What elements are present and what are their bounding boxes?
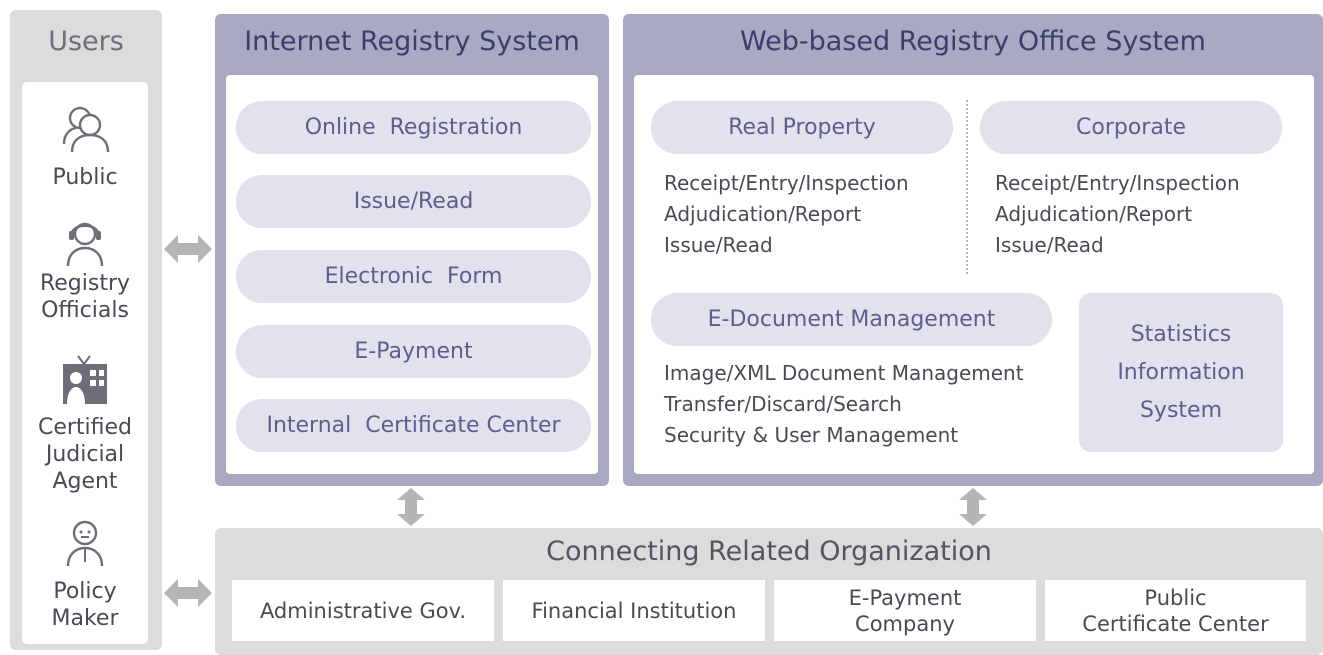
org-e-payment-company: E-Payment Company (774, 580, 1036, 641)
org-administrative-gov: Administrative Gov. (232, 580, 494, 641)
real-property-detail: Issue/Read (664, 233, 773, 257)
statistics-information-system-box: Statistics Information System (1079, 293, 1283, 452)
corporate-pill: Corporate (980, 101, 1282, 154)
double-arrow-horizontal-icon (164, 579, 212, 607)
real-property-detail: Adjudication/Report (664, 202, 862, 226)
e-payment-pill: E-Payment (236, 325, 591, 378)
person-tie-icon (66, 520, 104, 567)
double-arrow-vertical-icon (959, 488, 987, 526)
user-certified-judicial-agent-label: Certified Judicial Agent (37, 415, 133, 494)
double-arrow-horizontal-icon (164, 235, 212, 263)
online-registration-pill: Online Registration (236, 101, 591, 154)
electronic-form-pill: Electronic Form (236, 250, 591, 303)
issue-read-pill: Issue/Read (236, 175, 591, 228)
internet-registry-title: Internet Registry System (244, 26, 580, 57)
user-registry-officials-label: Registry Officials (39, 271, 131, 323)
corporate-detail: Issue/Read (995, 233, 1104, 257)
building-icon (63, 355, 107, 404)
corporate-detail: Adjudication/Report (995, 202, 1193, 226)
e-document-detail: Transfer/Discard/Search (664, 392, 902, 416)
statistics-line: Statistics (1130, 321, 1232, 347)
connecting-organization-title: Connecting Related Organization (546, 536, 992, 567)
org-financial-institution: Financial Institution (503, 580, 765, 641)
internal-certificate-center-pill: Internal Certificate Center (236, 399, 591, 452)
org-public-certificate-center: Public Certificate Center (1045, 580, 1306, 641)
headset-person-icon (66, 222, 104, 267)
real-property-pill: Real Property (651, 101, 953, 154)
users-title: Users (48, 26, 124, 57)
statistics-line: Information (1117, 359, 1245, 385)
section-divider (966, 100, 968, 274)
people-icon (62, 106, 110, 153)
e-document-management-pill: E-Document Management (651, 293, 1052, 346)
user-public-label: Public (52, 165, 118, 190)
user-policy-maker-label: Policy Maker (51, 579, 119, 631)
corporate-detail: Receipt/Entry/Inspection (995, 171, 1240, 195)
e-document-detail: Security & User Management (664, 423, 959, 447)
double-arrow-vertical-icon (397, 488, 425, 526)
statistics-line: System (1139, 397, 1223, 423)
e-document-detail: Image/XML Document Management (664, 361, 1024, 385)
real-property-detail: Receipt/Entry/Inspection (664, 171, 909, 195)
web-registry-title: Web-based Registry Office System (740, 26, 1206, 57)
